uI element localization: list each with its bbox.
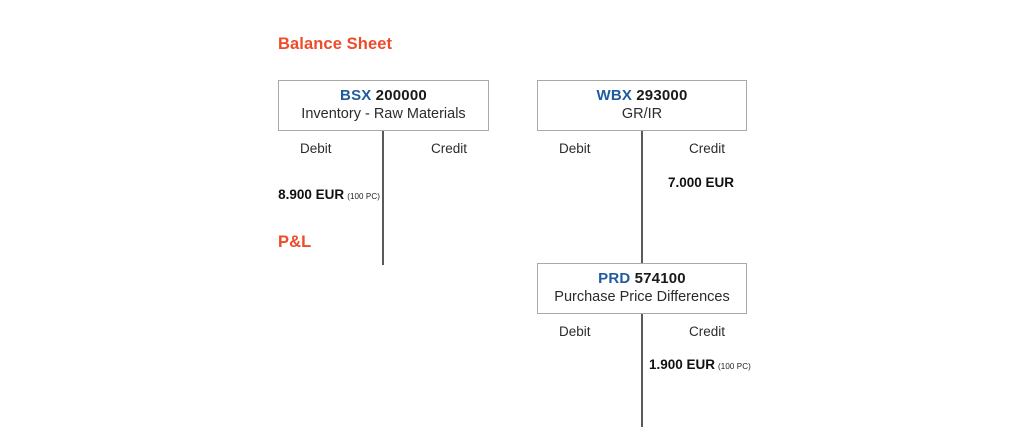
- t-account-number: 293000: [636, 87, 688, 104]
- t-amount-credit: 1.900 EUR(100 PC): [645, 357, 751, 372]
- t-column-label-credit: Credit: [688, 324, 725, 339]
- t-column-label-debit: Debit: [300, 141, 332, 156]
- t-account-body: Debit Credit 7.000 EUR: [537, 131, 747, 265]
- t-account-number: 574100: [634, 270, 686, 287]
- t-account-name: Inventory - Raw Materials: [301, 106, 466, 122]
- t-account-name: GR/IR: [621, 106, 663, 122]
- section-heading-pl: P&L: [278, 233, 312, 251]
- t-stem-line: [641, 314, 643, 427]
- t-account-body: Debit Credit 1.900 EUR(100 PC): [537, 314, 751, 427]
- t-amount-debit-value: 8.900 EUR: [278, 187, 345, 202]
- t-account-header-box: BSX 200000 Inventory - Raw Materials: [278, 80, 489, 131]
- t-account-prd: PRD 574100 Purchase Price Differences De…: [537, 263, 751, 427]
- t-account-codeline: PRD 574100: [546, 270, 738, 288]
- section-heading-balance-sheet: Balance Sheet: [278, 35, 393, 53]
- t-stem-line: [641, 131, 643, 265]
- t-account-wbx: WBX 293000 GR/IR Debit Credit 7.000 EUR: [537, 80, 747, 265]
- t-stem-line: [382, 131, 384, 265]
- t-account-number: 200000: [375, 87, 427, 104]
- t-account-code: BSX: [340, 87, 372, 104]
- t-account-codeline: WBX 293000: [546, 87, 738, 105]
- t-amount-credit: 7.000 EUR: [664, 175, 737, 190]
- t-account-name: Purchase Price Differences: [554, 289, 730, 305]
- t-amount-credit-qty: (100 PC): [718, 362, 751, 371]
- t-amount-debit-qty: (100 PC): [347, 192, 380, 201]
- t-account-body: Debit Credit 8.900 EUR(100 PC): [278, 131, 489, 265]
- t-column-label-debit: Debit: [559, 324, 591, 339]
- t-amount-credit-value: 7.000 EUR: [667, 175, 734, 190]
- t-account-code: PRD: [598, 270, 631, 287]
- t-column-label-credit: Credit: [688, 141, 725, 156]
- t-account-code: WBX: [596, 87, 633, 104]
- t-amount-credit-value: 1.900 EUR: [649, 357, 716, 372]
- t-account-codeline: BSX 200000: [287, 87, 480, 105]
- t-column-label-credit: Credit: [430, 141, 467, 156]
- t-account-header-box: WBX 293000 GR/IR: [537, 80, 747, 131]
- t-amount-debit: 8.900 EUR(100 PC): [278, 187, 382, 202]
- t-column-label-debit: Debit: [559, 141, 591, 156]
- t-account-bsx: BSX 200000 Inventory - Raw Materials Deb…: [278, 80, 489, 265]
- t-account-header-box: PRD 574100 Purchase Price Differences: [537, 263, 747, 314]
